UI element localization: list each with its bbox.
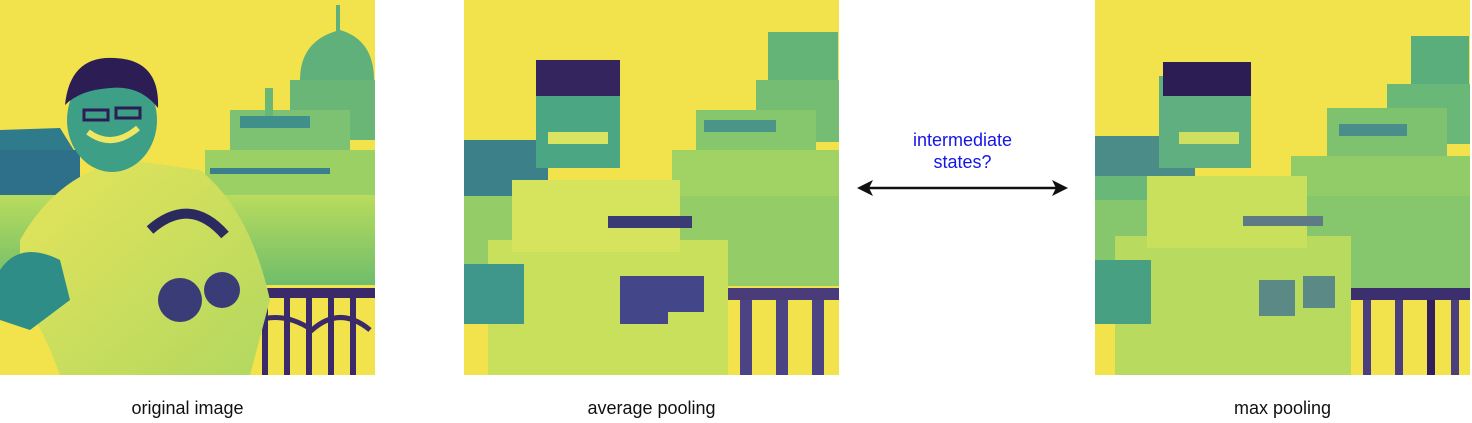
caption-original-image: original image [131,398,244,418]
max-pooling-image [1095,0,1470,375]
original-image-graphic [0,0,375,375]
caption-max-pooling: max pooling [1233,398,1332,418]
average-pooling-graphic [464,0,839,375]
double-headed-arrow-icon [857,180,1068,196]
intermediate-states-label: intermediate states? [860,129,1065,173]
intermediate-label-line2: states? [933,152,992,172]
original-image [0,0,375,375]
caption-average-pooling: average pooling [587,398,716,418]
average-pooling-image [464,0,839,375]
intermediate-label-line1: intermediate [912,130,1013,150]
max-pooling-graphic [1095,0,1470,375]
